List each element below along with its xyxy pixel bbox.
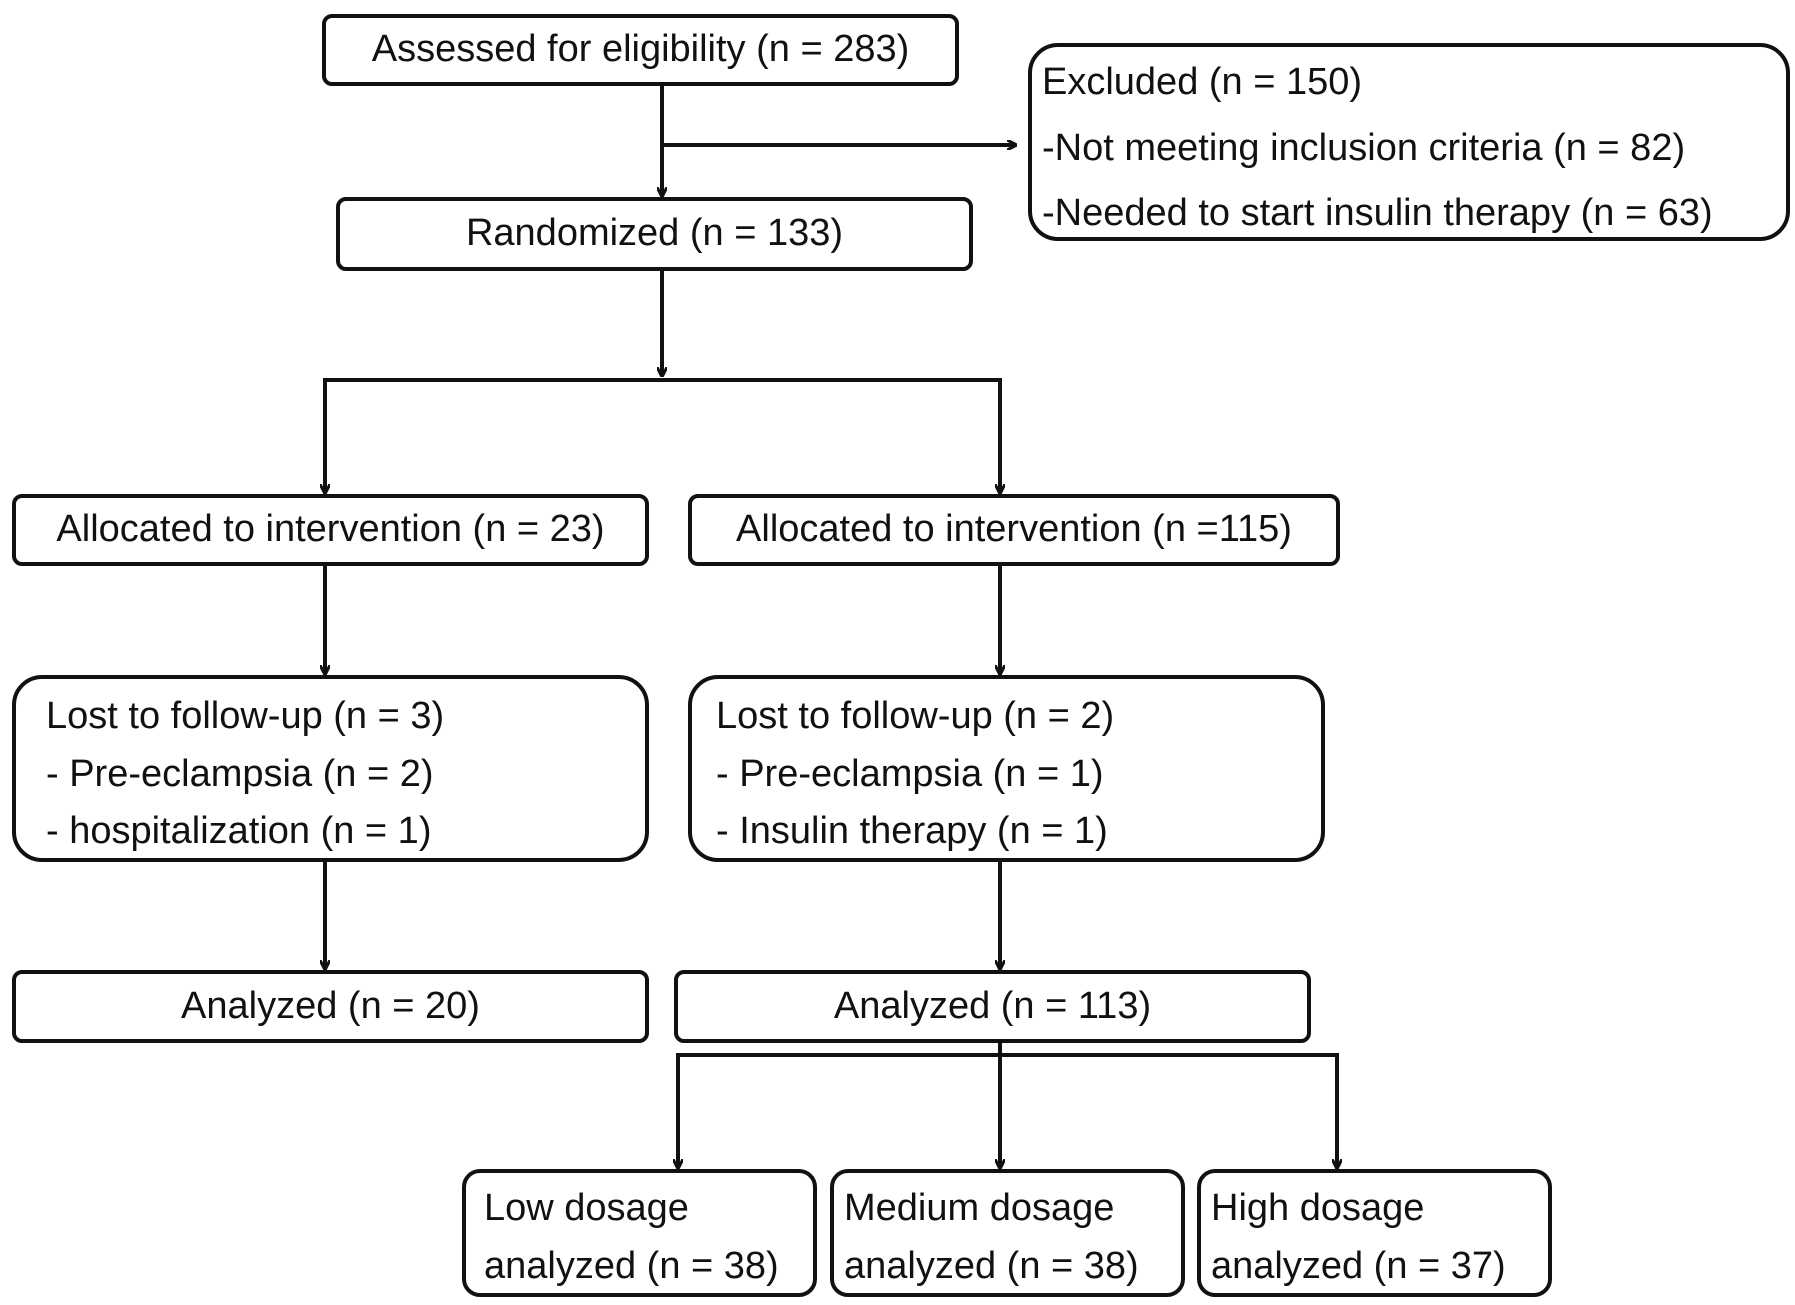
left-lost-box: Lost to follow-up (n = 3) - Pre-eclampsi… xyxy=(12,675,649,862)
right-lost-title: Lost to follow-up (n = 2) xyxy=(716,695,1115,737)
left-allocated-box: Allocated to intervention (n = 23) xyxy=(12,494,649,566)
low-dosage-box: Low dosage analyzed (n = 38) xyxy=(462,1169,817,1297)
low-dosage-line-2: analyzed (n = 38) xyxy=(484,1244,779,1287)
high-dosage-box: High dosage analyzed (n = 37) xyxy=(1197,1169,1552,1297)
left-analyzed-label: Analyzed (n = 20) xyxy=(181,984,480,1027)
right-allocated-box: Allocated to intervention (n =115) xyxy=(688,494,1340,566)
left-allocated-label: Allocated to intervention (n = 23) xyxy=(56,508,605,551)
left-lost-title: Lost to follow-up (n = 3) xyxy=(46,695,445,737)
randomized-label: Randomized (n = 133) xyxy=(465,212,844,255)
left-lost-reason-1: - Pre-eclampsia (n = 2) xyxy=(46,752,434,795)
excluded-reason-2: -Needed to start insulin therapy (n = 63… xyxy=(1042,192,1713,234)
medium-dosage-box: Medium dosage analyzed (n = 38) xyxy=(830,1169,1185,1297)
medium-dosage-line-1: Medium dosage xyxy=(844,1187,1115,1229)
right-lost-reason-2: - Insulin therapy (n = 1) xyxy=(716,810,1108,852)
left-lost-reason-2: - hospitalization (n = 1) xyxy=(46,810,432,852)
split-connector xyxy=(323,378,1002,490)
assessed-box: Assessed for eligibility (n = 283) xyxy=(322,14,959,86)
medium-dosage-line-2: analyzed (n = 38) xyxy=(844,1244,1139,1287)
high-dosage-line-2: analyzed (n = 37) xyxy=(1211,1244,1506,1287)
excluded-box: Excluded (n = 150) -Not meeting inclusio… xyxy=(1028,43,1790,241)
low-dosage-line-1: Low dosage xyxy=(484,1187,689,1229)
dosage-split-connector xyxy=(676,1053,1339,1165)
right-analyzed-box: Analyzed (n = 113) xyxy=(674,970,1311,1043)
excluded-reason-1: -Not meeting inclusion criteria (n = 82) xyxy=(1042,126,1686,169)
right-lost-box: Lost to follow-up (n = 2) - Pre-eclampsi… xyxy=(688,675,1325,862)
right-analyzed-label: Analyzed (n = 113) xyxy=(833,984,1152,1027)
right-lost-reason-1: - Pre-eclampsia (n = 1) xyxy=(716,752,1104,795)
right-allocated-label: Allocated to intervention (n =115) xyxy=(736,508,1292,551)
left-analyzed-box: Analyzed (n = 20) xyxy=(12,970,649,1043)
assessed-label: Assessed for eligibility (n = 283) xyxy=(371,28,910,71)
excluded-title: Excluded (n = 150) xyxy=(1042,61,1363,103)
high-dosage-line-1: High dosage xyxy=(1211,1187,1425,1229)
randomized-box: Randomized (n = 133) xyxy=(336,197,973,271)
